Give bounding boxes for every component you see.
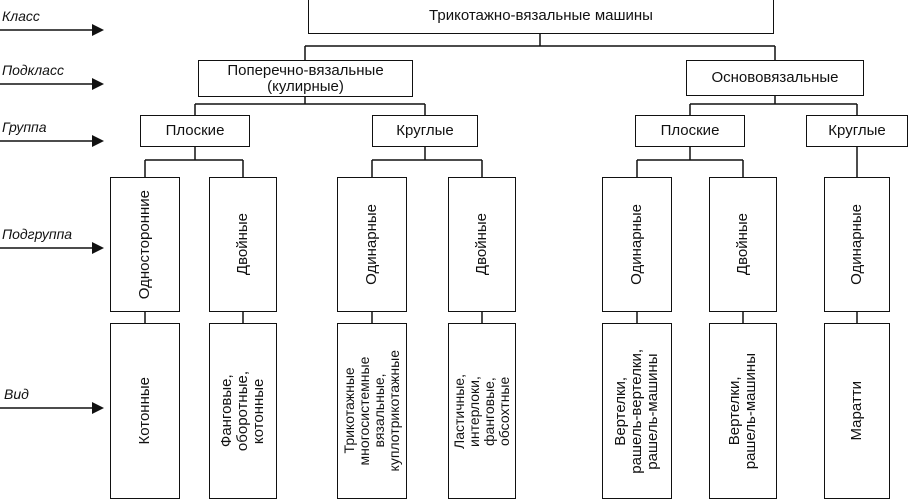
subclass-weft-label: Поперечно-вязальные (кулирные)	[227, 61, 384, 95]
group-warp-flat-label: Плоские	[660, 122, 720, 139]
kind-warp-flat-double: Вертелки, рашель-машины	[709, 323, 777, 499]
subgroup-warp-flat-double-label: Двойные	[734, 213, 751, 276]
subgroup-warp-flat-single-label: Одинарные	[628, 204, 645, 285]
group-weft-flat-label: Плоские	[165, 122, 225, 139]
subclass-weft-knitting: Поперечно-вязальные (кулирные)	[198, 60, 413, 97]
kind-warp-flat-single-label: Вертелки, рашель-вертелки, рашель-машины	[612, 348, 661, 474]
kind-fang-purl-cotton: Фанговые, оборотные, котонные	[209, 323, 277, 499]
kind-rib-interlock-label: Ластичные, интерлоки, фанговые, обсохтны…	[451, 373, 512, 449]
group-weft-flat: Плоские	[140, 115, 250, 147]
subgroup-single-sided: Односторонние	[110, 177, 180, 312]
group-warp-flat: Плоские	[635, 115, 745, 147]
kind-fang-purl-cotton-label: Фанговые, оборотные, котонные	[218, 370, 267, 452]
kind-maratti: Маратти	[824, 323, 890, 499]
kind-cotton: Котонные	[110, 323, 180, 499]
kind-maratti-label: Маратти	[848, 381, 865, 441]
subgroup-warp-circular-single: Одинарные	[824, 177, 890, 312]
kind-cotton-label: Котонные	[136, 377, 153, 445]
level-label-group: Группа	[2, 119, 47, 135]
subgroup-weft-circular-single-label: Одинарные	[363, 204, 380, 285]
subclass-warp-knitting: Основовязальные	[686, 60, 864, 96]
class-node-label: Трикотажно-вязальные машины	[429, 7, 653, 24]
level-label-subclass: Подкласс	[2, 62, 64, 78]
group-warp-circular: Круглые	[806, 115, 908, 147]
subgroup-weft-flat-double: Двойные	[209, 177, 277, 312]
subclass-warp-label: Основовязальные	[711, 69, 839, 86]
kind-rib-interlock: Ластичные, интерлоки, фанговые, обсохтны…	[448, 323, 516, 499]
subgroup-weft-circular-double-label: Двойные	[473, 213, 490, 276]
kind-multisystem: Трикотажные многосистемные вязальные, ку…	[337, 323, 407, 499]
level-label-subgroup: Подгруппа	[2, 226, 73, 242]
subgroup-weft-circular-double: Двойные	[448, 177, 516, 312]
subgroup-weft-flat-double-label: Двойные	[234, 213, 251, 276]
group-warp-circular-label: Круглые	[828, 122, 886, 139]
level-label-class: Класс	[2, 8, 40, 24]
subgroup-weft-circular-single: Одинарные	[337, 177, 407, 312]
level-label-kind: Вид	[4, 386, 29, 402]
subgroup-warp-flat-double: Двойные	[709, 177, 777, 312]
subgroup-single-sided-label: Односторонние	[136, 189, 153, 300]
kind-multisystem-label: Трикотажные многосистемные вязальные, ку…	[341, 350, 402, 472]
subgroup-warp-circular-single-label: Одинарные	[848, 204, 865, 285]
group-weft-circular: Круглые	[372, 115, 478, 147]
group-weft-circular-label: Круглые	[396, 122, 454, 139]
subgroup-warp-flat-single: Одинарные	[602, 177, 672, 312]
class-node: Трикотажно-вязальные машины	[308, 0, 774, 34]
kind-warp-flat-single: Вертелки, рашель-вертелки, рашель-машины	[602, 323, 672, 499]
kind-warp-flat-double-label: Вертелки, рашель-машины	[726, 352, 759, 470]
